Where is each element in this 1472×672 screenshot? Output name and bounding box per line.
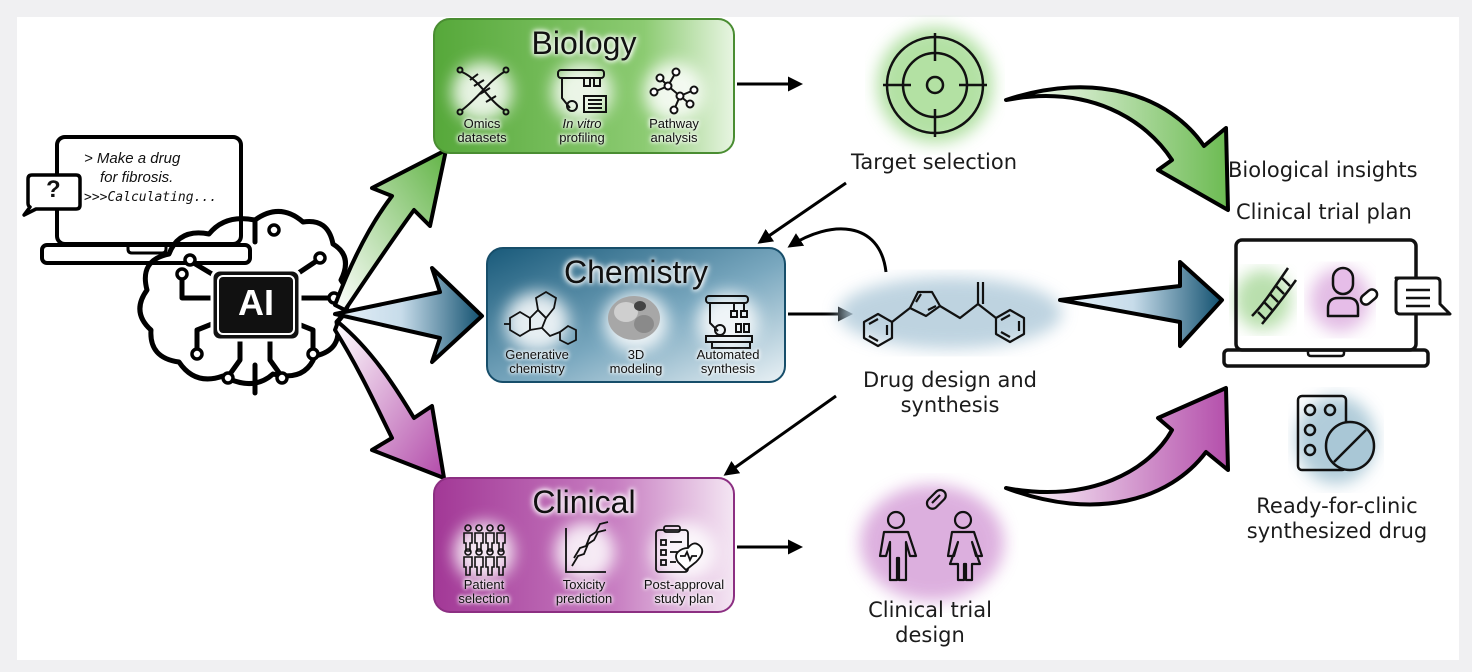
biology-box: Biology Omics datasets In vitro profilin… <box>434 19 734 153</box>
dna-icon <box>456 66 510 116</box>
terminal-output: >>>Calculating... <box>84 190 218 205</box>
biology-item-pathway: Pathway analysis <box>649 116 699 145</box>
chat-bubble-icon <box>1394 276 1452 316</box>
ready-drug-label: Ready-for-clinic synthesized drug <box>1246 494 1428 543</box>
patients-icon <box>463 524 506 576</box>
clinical-item-post-approval: Post-approval study plan <box>643 577 725 606</box>
biological-insights-label: Biological insights <box>1228 158 1418 182</box>
biology-item-in-vitro: In vitro profiling <box>559 116 605 145</box>
chemistry-title: Chemistry <box>563 254 708 290</box>
molecule-icon <box>504 290 577 346</box>
dna-output-icon <box>1251 267 1298 325</box>
chemistry-item-3d-modeling: 3D modeling <box>609 347 663 376</box>
arrow-to-biology <box>333 148 448 312</box>
biology-title: Biology <box>531 25 637 61</box>
clinical-box: Clinical Patient selection Toxicity pred… <box>434 478 734 612</box>
patient-pill-output-icon <box>1326 266 1379 318</box>
prompt-line-1: > Make a drug <box>84 150 181 167</box>
clinical-item-patient-selection: Patient selection <box>458 577 510 606</box>
clipboard-heart-icon <box>655 525 704 573</box>
feedback-loop-arrow <box>787 227 888 273</box>
biology-item-omics: Omics datasets <box>457 116 507 145</box>
toxicity-chart-icon <box>565 521 609 573</box>
ai-chip-label: AI <box>238 282 274 323</box>
laptop-icon <box>40 135 252 265</box>
arrow-target-to-chemistry <box>757 181 847 244</box>
lab-robot-icon <box>557 69 607 113</box>
ai-chip-icon <box>210 268 302 342</box>
clinical-trial-design-label: Clinical trial design <box>868 598 992 647</box>
clinical-trial-plan-label: Clinical trial plan <box>1236 200 1412 224</box>
synthesis-robot-icon <box>705 295 753 349</box>
network-icon <box>649 67 699 115</box>
arrow-drug-to-output <box>1058 260 1224 348</box>
question-bubble-icon <box>22 173 82 217</box>
target-selection-label: Target selection <box>850 150 1018 174</box>
question-mark: ? <box>46 176 61 203</box>
terminal-prompt: > Make a drug for fibrosis. <box>84 150 180 188</box>
clinical-item-toxicity: Toxicity prediction <box>555 577 613 606</box>
pill-pack-icon <box>1296 394 1376 472</box>
target-icon <box>883 33 987 137</box>
patients-pill-icon <box>878 488 984 582</box>
arrow-to-chemistry <box>333 266 484 364</box>
arrow-to-clinical <box>333 320 446 480</box>
arrow-trial-to-output <box>1004 386 1230 507</box>
arrow-drug-to-clinical <box>723 394 837 476</box>
protein-icon <box>608 296 660 340</box>
drug-molecule-icon <box>862 282 1026 348</box>
prompt-line-2: for fibrosis. <box>100 168 174 186</box>
clinical-title: Clinical <box>532 484 636 520</box>
drug-design-label: Drug design and synthesis <box>863 368 1037 417</box>
chemistry-item-automated-synthesis: Automated synthesis <box>696 347 760 376</box>
chemistry-box: Chemistry Generative chemistry 3D modeli… <box>487 248 785 382</box>
chemistry-item-generative: Generative chemistry <box>505 347 569 376</box>
arrow-target-to-output <box>1004 85 1230 212</box>
